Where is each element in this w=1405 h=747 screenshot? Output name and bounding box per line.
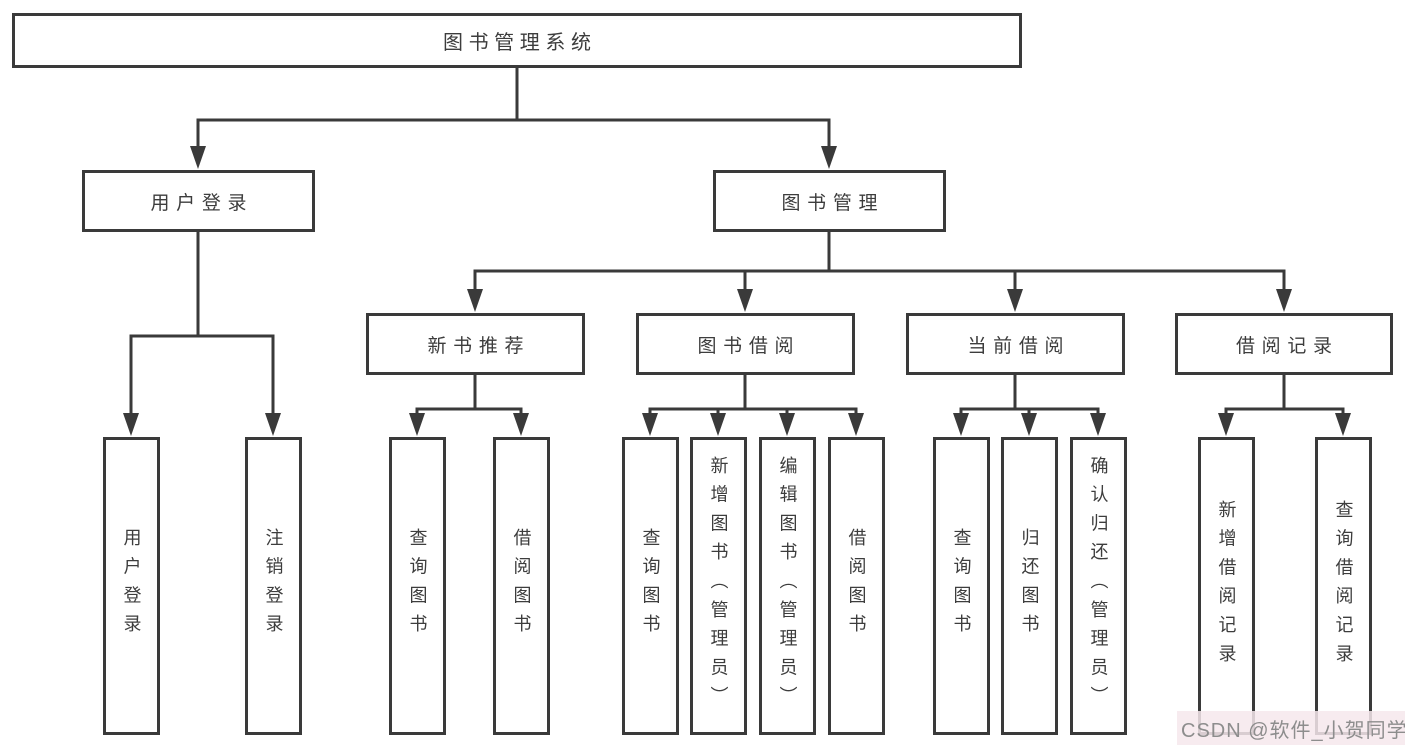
connector-user-login: [129, 228, 275, 415]
leaf-query-books-current: 查询图书: [933, 437, 990, 735]
leaf-add-books-admin: 新增图书（管理员）: [690, 437, 747, 735]
node-new-book-recommend: 新书推荐: [366, 313, 585, 375]
node-label: 编辑图书（管理员）: [777, 456, 798, 716]
node-label: 借阅图书: [846, 528, 867, 644]
node-label: 用户登录: [121, 528, 142, 644]
node-label: 查询图书: [407, 528, 428, 644]
node-label: 归还图书: [1019, 528, 1040, 644]
leaf-add-borrow-record: 新增借阅记录: [1198, 437, 1255, 735]
leaf-borrow-books: 借阅图书: [828, 437, 885, 735]
leaf-query-borrow-record: 查询借阅记录: [1315, 437, 1372, 735]
node-label: 当前借阅: [967, 335, 1071, 357]
node-label: 新增借阅记录: [1216, 499, 1237, 673]
node-label: 注销登录: [263, 528, 284, 644]
connector-root: [196, 64, 831, 149]
connector-new-book: [415, 371, 523, 416]
leaf-confirm-return-admin: 确认归还（管理员）: [1070, 437, 1127, 735]
node-label: 查询借阅记录: [1333, 499, 1354, 673]
node-book-management-module: 图书管理: [713, 170, 946, 232]
node-book-borrowing: 图书借阅: [636, 313, 855, 375]
node-label: 查询图书: [640, 528, 661, 644]
node-user-login-module: 用户登录: [82, 170, 315, 232]
node-label: 新书推荐: [427, 335, 531, 357]
node-label: 用户登录: [150, 192, 254, 214]
connector-book-borrow: [648, 371, 858, 416]
node-label: 借阅图书: [511, 528, 532, 644]
leaf-borrow-books-recommend: 借阅图书: [493, 437, 550, 735]
node-borrowing-records: 借阅记录: [1175, 313, 1393, 375]
node-current-borrowing: 当前借阅: [906, 313, 1125, 375]
node-label: 确认归还（管理员）: [1088, 456, 1109, 716]
node-label: 查询图书: [951, 528, 972, 644]
leaf-return-books: 归还图书: [1001, 437, 1058, 735]
leaf-query-books: 查询图书: [622, 437, 679, 735]
arrowheads: [123, 146, 1351, 436]
leaf-edit-books-admin: 编辑图书（管理员）: [759, 437, 816, 735]
node-label: 新增图书（管理员）: [708, 456, 729, 716]
node-root-system: 图书管理系统: [12, 13, 1022, 68]
node-label: 借阅记录: [1236, 335, 1339, 357]
node-label: 图书管理: [781, 192, 885, 214]
connector-book-management: [473, 228, 1286, 292]
connector-borrow-record: [1224, 371, 1345, 416]
node-label: 图书借阅: [697, 335, 801, 357]
leaf-query-books-recommend: 查询图书: [389, 437, 446, 735]
node-label: 图书管理系统: [442, 32, 597, 54]
leaf-user-login: 用户登录: [103, 437, 160, 735]
leaf-logout: 注销登录: [245, 437, 302, 735]
connector-current-borrow: [959, 371, 1100, 416]
csdn-watermark: CSDN @软件_小贺同学: [1177, 711, 1405, 745]
